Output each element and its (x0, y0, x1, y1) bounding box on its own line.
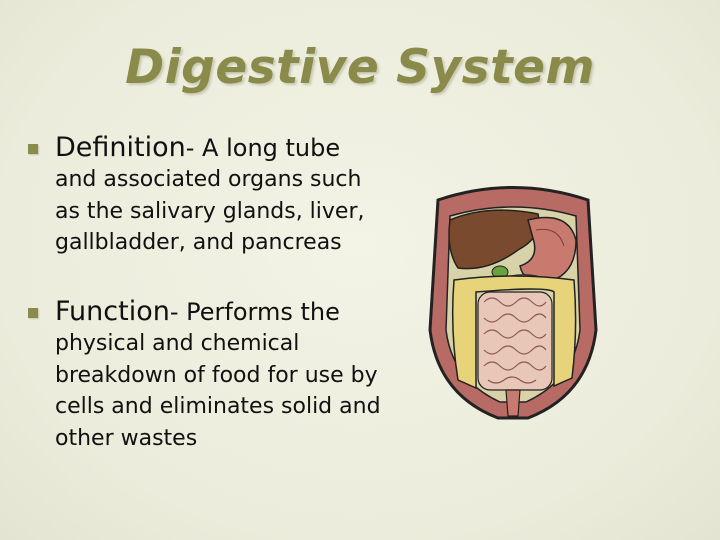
bullet-term: Function (55, 296, 170, 327)
bullet-body: physical and chemical breakdown of food … (55, 331, 381, 451)
bullet-lead-line: Definition- A long tube (55, 132, 385, 164)
bullet-lead-text: - Performs the (169, 298, 340, 326)
bullet-lead-line: Function- Performs the (55, 296, 385, 328)
bullet-marker-icon (28, 308, 38, 318)
bullet-body: and associated organs such as the saliva… (55, 167, 365, 255)
digestive-system-illustration-icon (428, 186, 598, 420)
slide-title: Digestive System (125, 40, 595, 95)
bullet-marker-icon (28, 144, 38, 154)
bullet-lead-text: - A long tube (185, 134, 341, 162)
bullet-term: Definition (55, 132, 186, 163)
bullet-definition: Definition- A long tube and associated o… (55, 132, 385, 259)
bullet-function: Function- Performs the physical and chem… (55, 296, 385, 454)
